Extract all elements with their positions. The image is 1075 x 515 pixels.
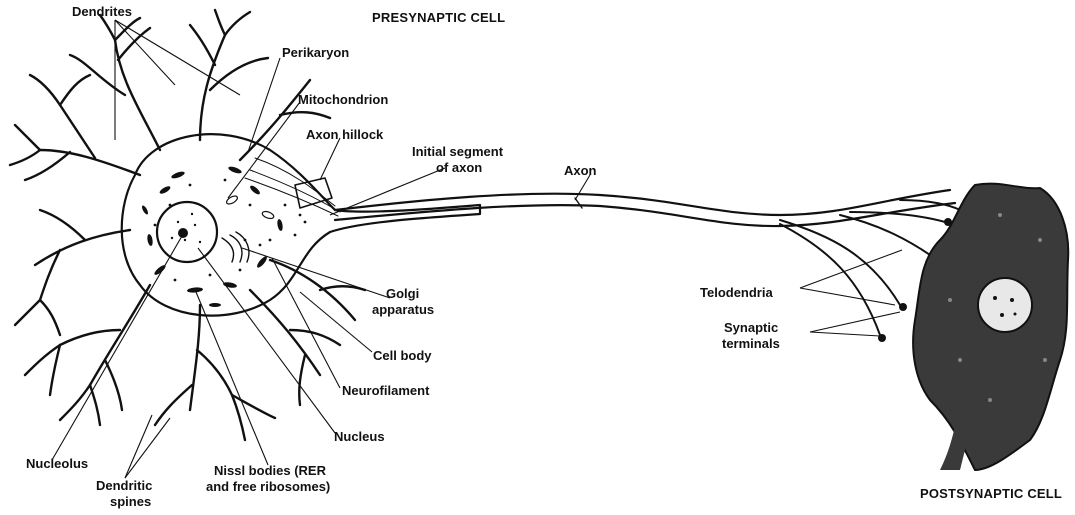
label-initial-segment-line2: of axon — [436, 160, 482, 175]
label-golgi-line2: apparatus — [372, 302, 434, 317]
label-telodendria: Telodendria — [700, 285, 773, 300]
label-perikaryon: Perikaryon — [282, 45, 349, 60]
postsynaptic-neuron — [913, 184, 1068, 470]
label-dendrites: Dendrites — [72, 4, 132, 19]
golgi-apparatus — [222, 232, 249, 262]
postsynaptic-caption: POSTSYNAPTIC CELL — [920, 486, 1062, 501]
label-nissl-line2: and free ribosomes) — [206, 479, 330, 494]
label-neurofilament: Neurofilament — [342, 383, 430, 398]
chromatin — [171, 213, 201, 243]
label-axon: Axon — [564, 163, 597, 178]
label-nucleus: Nucleus — [334, 429, 385, 444]
label-cell-body: Cell body — [373, 348, 432, 363]
label-axon-hillock: Axon hillock — [306, 127, 384, 142]
label-mitochondrion: Mitochondrion — [298, 92, 388, 107]
label-synaptic-terminals-line1: Synaptic — [724, 320, 778, 335]
label-dendritic-spines-line2: spines — [110, 494, 151, 509]
mitochondria — [225, 194, 274, 219]
presynaptic-neuron — [10, 10, 480, 440]
leader-lines — [52, 20, 902, 478]
postsynaptic-nucleus — [978, 278, 1032, 332]
label-nissl-line1: Nissl bodies (RER — [214, 463, 327, 478]
label-dendritic-spines-line1: Dendritic — [96, 478, 152, 493]
label-synaptic-terminals-line2: terminals — [722, 336, 780, 351]
presynaptic-caption: PRESYNAPTIC CELL — [372, 10, 505, 25]
dendrite-branches — [10, 10, 365, 440]
label-golgi-line1: Golgi — [386, 286, 419, 301]
nissl-bodies — [141, 165, 284, 307]
nucleolus — [178, 228, 188, 238]
label-initial-segment-line1: Initial segment — [412, 144, 504, 159]
axon-hillock-marker — [295, 178, 332, 208]
label-nucleolus: Nucleolus — [26, 456, 88, 471]
cell-body-outline — [122, 134, 480, 315]
